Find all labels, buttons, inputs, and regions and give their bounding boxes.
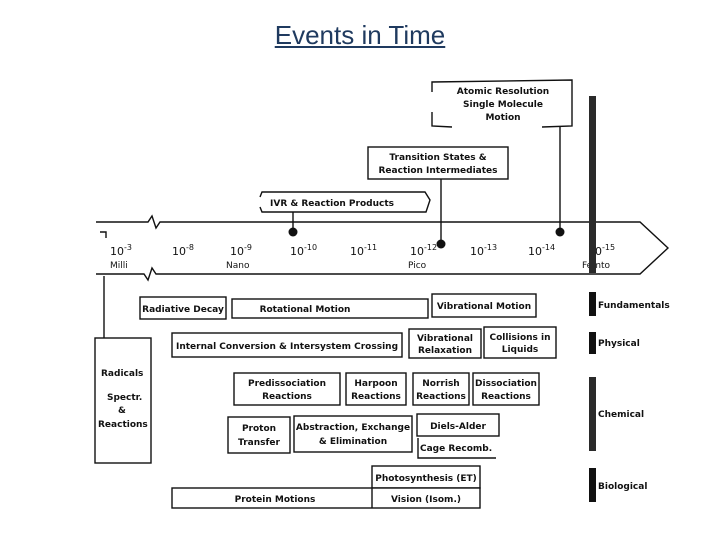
tick-label-nano: 10-8: [172, 243, 194, 258]
event-diels-alder: Diels-Alder: [416, 413, 500, 437]
svg-text:Relaxation: Relaxation: [418, 346, 472, 356]
event-internal-conversion: Internal Conversion & Intersystem Crossi…: [171, 332, 403, 358]
svg-text:Spectr.: Spectr.: [107, 393, 142, 403]
svg-text:Nano: Nano: [226, 261, 250, 271]
svg-text:Diels-Alder: Diels-Alder: [430, 422, 486, 432]
svg-text:10-11: 10-11: [350, 243, 377, 258]
event-abstraction: Abstraction, Exchange & Elimination: [293, 415, 413, 453]
svg-text:Collisions in: Collisions in: [489, 333, 550, 343]
tick-label-femto: 10-15 Femto: [582, 243, 615, 271]
svg-text:Internal Conversion & Intersys: Internal Conversion & Intersystem Crossi…: [176, 342, 398, 352]
svg-text:Motion: Motion: [485, 113, 520, 123]
category-bar-chemical: [589, 377, 596, 451]
svg-text:Atomic Resolution: Atomic Resolution: [457, 87, 549, 97]
svg-text:Reaction Intermediates: Reaction Intermediates: [379, 166, 498, 176]
svg-text:Rotational Motion: Rotational Motion: [260, 305, 351, 315]
event-norrish: Norrish Reactions: [412, 372, 470, 406]
svg-text:Dissociation: Dissociation: [475, 379, 537, 389]
svg-text:Femto: Femto: [582, 261, 611, 271]
event-protein-vision: Protein Motions Vision (Isom.): [171, 487, 481, 509]
svg-text:Reactions: Reactions: [351, 392, 401, 402]
svg-text:Norrish: Norrish: [422, 379, 459, 389]
svg-text:Harpoon: Harpoon: [354, 379, 397, 389]
svg-text:10-8: 10-8: [172, 243, 194, 258]
tick-label-9: 10-9 Nano: [226, 243, 252, 271]
svg-text:Vision (Isom.): Vision (Isom.): [391, 495, 461, 505]
event-rotational-motion: Rotational Motion: [231, 298, 429, 319]
svg-text:Vibrational Motion: Vibrational Motion: [437, 302, 531, 312]
svg-text:IVR & Reaction Products: IVR & Reaction Products: [270, 199, 394, 209]
callout-atomic-resolution: Atomic Resolution Single Molecule Motion: [431, 79, 573, 232]
event-predissociation: Predissociation Reactions: [233, 372, 341, 406]
category-bars: [589, 96, 596, 502]
page-title: Events in Time: [274, 20, 446, 50]
timeline-arrow: [96, 214, 670, 282]
event-cage-recomb: Cage Recomb.: [417, 438, 496, 459]
svg-text:10-3: 10-3: [110, 243, 132, 258]
svg-text:Pico: Pico: [408, 261, 427, 271]
tick-label-13: 10-13: [470, 243, 497, 258]
svg-text:Proton: Proton: [242, 424, 276, 434]
svg-text:&: &: [118, 406, 126, 416]
category-physical: Physical: [598, 339, 640, 349]
tick-label-milli: 10-3 Milli: [110, 243, 132, 271]
event-radiative-decay: Radiative Decay: [139, 296, 227, 320]
tick-label-14: 10-14: [528, 243, 555, 258]
category-chemical: Chemical: [598, 410, 644, 420]
event-vibrational-motion: Vibrational Motion: [431, 293, 537, 318]
svg-text:Liquids: Liquids: [502, 345, 539, 355]
svg-text:Reactions: Reactions: [98, 420, 148, 430]
svg-text:Reactions: Reactions: [481, 392, 531, 402]
tick-label-pico: 10-12 Pico: [408, 243, 437, 271]
svg-text:10-13: 10-13: [470, 243, 497, 258]
callout-ivr: IVR & Reaction Products: [259, 191, 431, 232]
category-fundamentals: Fundamentals: [598, 301, 670, 311]
category-bar-physical: [589, 332, 596, 354]
svg-text:Single Molecule: Single Molecule: [463, 100, 543, 110]
category-bar-top: [589, 96, 596, 273]
svg-text:Photosynthesis (ET): Photosynthesis (ET): [375, 474, 477, 484]
event-photosynthesis: Photosynthesis (ET): [371, 465, 481, 489]
category-bar-biological: [589, 468, 596, 502]
svg-text:Abstraction, Exchange: Abstraction, Exchange: [296, 423, 410, 433]
svg-text:Protein Motions: Protein Motions: [235, 495, 316, 505]
svg-text:Cage Recomb.: Cage Recomb.: [420, 444, 492, 454]
left-panel: Radicals Spectr. & Reactions: [94, 276, 152, 464]
event-vibrational-relaxation: Vibrational Relaxation: [408, 328, 482, 359]
svg-text:Milli: Milli: [110, 261, 128, 271]
tick-label-11: 10-11: [350, 243, 377, 258]
svg-text:10-9: 10-9: [230, 243, 252, 258]
svg-text:Vibrational: Vibrational: [417, 334, 473, 344]
svg-text:& Elimination: & Elimination: [319, 437, 387, 447]
svg-text:Transition States &: Transition States &: [389, 153, 486, 163]
svg-text:Radiative Decay: Radiative Decay: [142, 305, 224, 315]
svg-text:Radicals: Radicals: [101, 369, 143, 379]
category-bar-fundamentals: [589, 292, 596, 316]
category-biological: Biological: [598, 482, 647, 492]
svg-text:Predissociation: Predissociation: [248, 379, 326, 389]
event-dissociation: Dissociation Reactions: [472, 372, 540, 406]
tick-label-10: 10-10: [290, 243, 317, 258]
callout-transition-states: Transition States & Reaction Intermediat…: [367, 146, 509, 244]
svg-text:10-12: 10-12: [410, 243, 437, 258]
svg-text:Reactions: Reactions: [416, 392, 466, 402]
svg-text:Reactions: Reactions: [262, 392, 312, 402]
event-proton-transfer: Proton Transfer: [227, 416, 291, 454]
svg-text:10-14: 10-14: [528, 243, 555, 258]
svg-text:Transfer: Transfer: [238, 438, 280, 448]
svg-text:10-10: 10-10: [290, 243, 317, 258]
event-harpoon: Harpoon Reactions: [345, 372, 407, 406]
event-collisions-liquids: Collisions in Liquids: [483, 326, 557, 359]
